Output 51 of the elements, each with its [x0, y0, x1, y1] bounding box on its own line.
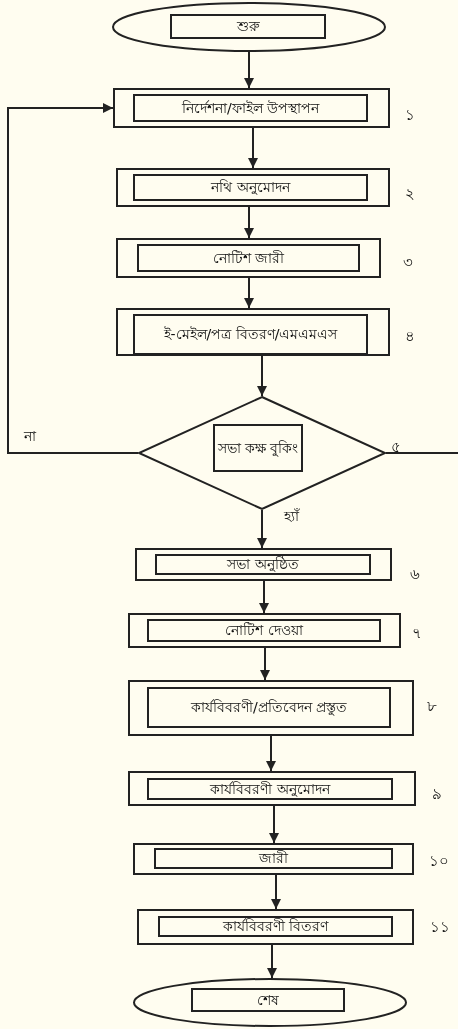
step-text: নথি অনুমোদন — [211, 179, 290, 196]
step-text: জারী — [259, 850, 288, 867]
process-box — [133, 94, 368, 122]
step-number: ১ — [405, 105, 415, 126]
arrow — [257, 509, 267, 549]
arrow — [257, 355, 267, 397]
arrow — [259, 580, 269, 614]
step-text: কার্যবিবরণী/প্রতিবেদন প্রস্তুত — [190, 699, 348, 716]
step-text: ই-মেইল/পত্র বিতরণ/এমএমএস — [163, 326, 338, 343]
step-text: শেষ — [257, 991, 279, 1009]
connector-line — [385, 452, 458, 454]
process-box — [147, 778, 393, 800]
process-box — [147, 619, 381, 642]
process-box — [154, 848, 393, 869]
step-number: ১০ — [429, 851, 449, 872]
arrow — [267, 944, 277, 979]
step-text: নির্দেশনা/ফাইল উপস্থাপন — [181, 99, 320, 117]
step-number: ৭ — [412, 623, 422, 644]
step-number: ১১ — [430, 917, 450, 938]
arrow — [244, 206, 254, 239]
arrow — [266, 735, 276, 772]
step-text: নোটিশ জারী — [212, 249, 285, 267]
step-text: সভা অনুষ্ঠিত — [227, 556, 299, 573]
step-text: কার্যবিবরণী অনুমোদন — [210, 780, 330, 798]
step-text: কার্যবিবরণী বিতরণ — [222, 918, 329, 935]
arrow — [260, 647, 270, 681]
process-box — [137, 244, 360, 272]
step-number: ২ — [405, 184, 415, 205]
step-number: ৫ — [391, 437, 401, 458]
process-box — [155, 554, 371, 575]
step-number: ৪ — [405, 326, 415, 347]
arrow — [271, 874, 281, 910]
process-box — [158, 916, 393, 937]
step-number: ৮ — [427, 696, 437, 717]
process-box — [133, 174, 368, 201]
process-box — [133, 314, 368, 355]
arrow — [7, 103, 139, 454]
process-box — [170, 14, 326, 39]
arrow — [269, 805, 279, 844]
process-box — [191, 988, 345, 1012]
arrow — [244, 277, 254, 309]
arrow — [244, 51, 254, 89]
arrow — [248, 127, 258, 169]
step-number: ৬ — [410, 564, 420, 585]
step-number: ৩ — [403, 252, 413, 273]
process-box — [213, 424, 303, 472]
process-box — [147, 687, 391, 728]
step-number: ৯ — [432, 784, 442, 805]
step-text: সভা কক্ষ বুকিং — [217, 439, 299, 457]
step-text: নোটিশ দেওয়া — [225, 622, 303, 639]
step-text: শুরু — [236, 18, 260, 35]
